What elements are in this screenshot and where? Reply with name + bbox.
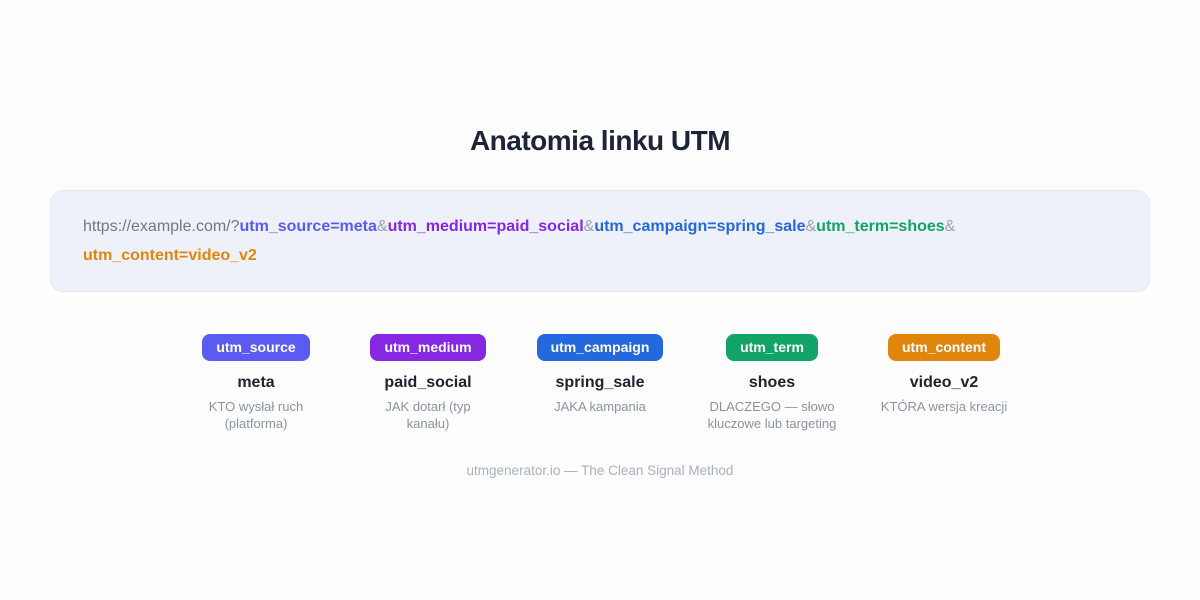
param-description-utm-term: DLACZEGO — słowo kluczowe lub targeting — [707, 399, 837, 431]
utm-url-display: https://example.com/?utm_source=meta&utm… — [50, 190, 1150, 292]
url-segment-utm-content: utm_content=video_v2 — [83, 247, 257, 264]
param-badge-utm-term: utm_term — [726, 334, 818, 361]
url-segment-utm-medium: utm_medium=paid_social — [387, 218, 584, 235]
parameters-row: utm_source meta KTO wysłał ruch (platfor… — [0, 334, 1200, 432]
url-segment-base: https://example.com/? — [83, 218, 240, 235]
param-value-utm-medium: paid_social — [384, 374, 472, 391]
param-column-utm-campaign: utm_campaign spring_sale JAKA kampania — [514, 334, 686, 415]
param-column-utm-content: utm_content video_v2 KTÓRA wersja kreacj… — [858, 334, 1030, 415]
param-badge-utm-content: utm_content — [888, 334, 1000, 361]
param-description-utm-medium: JAK dotarł (typ kanału) — [385, 399, 471, 431]
param-description-utm-campaign: JAKA kampania — [554, 399, 646, 414]
param-value-utm-campaign: spring_sale — [555, 374, 645, 391]
url-segment-utm-source: utm_source=meta — [239, 218, 377, 235]
url-segment-utm-campaign: utm_campaign=spring_sale — [594, 218, 806, 235]
param-description-utm-source: KTO wysłał ruch (platforma) — [208, 399, 304, 431]
url-segment-ampersand: & — [583, 218, 595, 235]
param-value-utm-term: shoes — [748, 374, 796, 391]
page-title: Anatomia linku UTM — [469, 125, 731, 156]
param-description-utm-content: KTÓRA wersja kreacji — [880, 399, 1008, 414]
param-column-utm-medium: utm_medium paid_social JAK dotarł (typ k… — [342, 334, 514, 432]
url-segment-ampersand: & — [944, 218, 956, 235]
param-badge-utm-campaign: utm_campaign — [536, 334, 664, 361]
footer-attribution: utmgenerator.io — The Clean Signal Metho… — [466, 463, 734, 478]
param-column-utm-source: utm_source meta KTO wysłał ruch (platfor… — [170, 334, 342, 432]
url-segment-ampersand: & — [376, 218, 388, 235]
param-badge-utm-medium: utm_medium — [370, 334, 486, 361]
param-value-utm-content: video_v2 — [909, 374, 979, 391]
url-segment-utm-term: utm_term=shoes — [816, 218, 945, 235]
param-column-utm-term: utm_term shoes DLACZEGO — słowo kluczowe… — [686, 334, 858, 432]
param-badge-utm-source: utm_source — [202, 334, 310, 361]
param-value-utm-source: meta — [237, 374, 275, 391]
url-segment-ampersand: & — [805, 218, 817, 235]
